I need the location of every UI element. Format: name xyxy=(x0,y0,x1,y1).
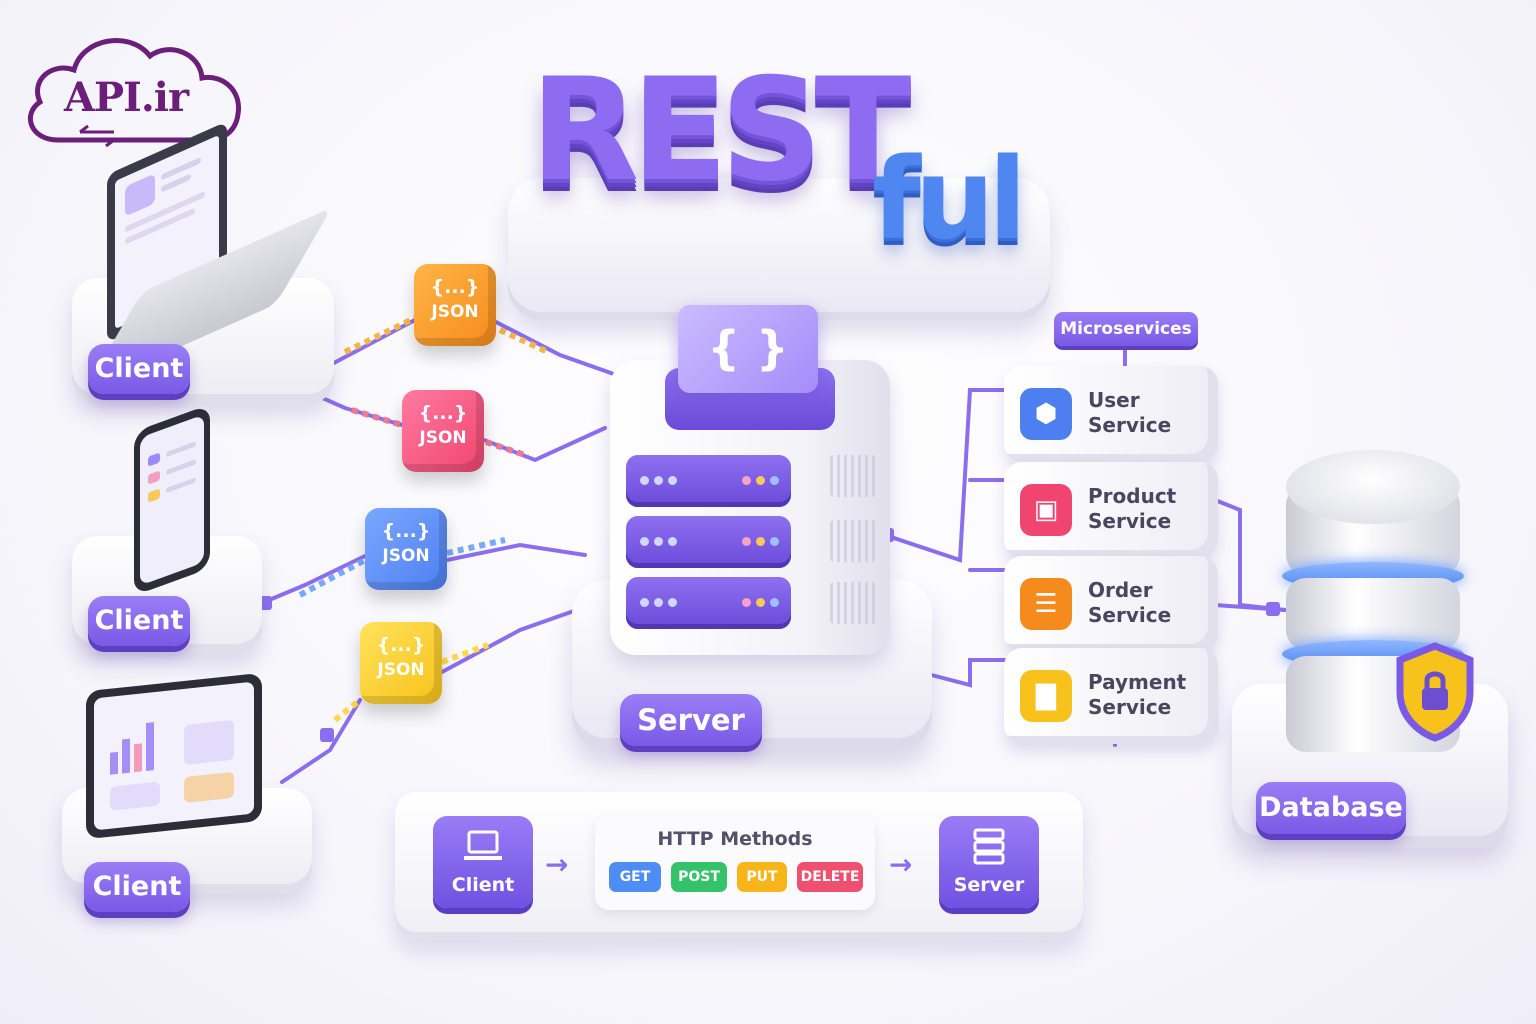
json-packet-yellow: {...}JSON xyxy=(360,622,442,704)
cube-icon: ⬢ xyxy=(1020,388,1072,440)
microservice-label: Order Service xyxy=(1088,578,1172,627)
title-pedestal xyxy=(508,178,1050,320)
database-cylinder-icon xyxy=(1286,450,1460,524)
title-ful: ful xyxy=(872,135,1027,265)
legend-client-box: Client xyxy=(433,816,533,908)
http-methods-title: HTTP Methods xyxy=(657,828,813,850)
legend-server-label: Server xyxy=(953,874,1025,896)
title-rest: REST xyxy=(530,48,911,213)
client-label-3: Client xyxy=(84,862,190,912)
client-label-1: Client xyxy=(88,344,190,394)
microservices-tag: Microservices xyxy=(1054,312,1198,346)
api-ir-logo: API.ir xyxy=(18,22,253,157)
http-methods-panel: Client → HTTP Methods GET POST PUT DELET… xyxy=(395,792,1083,940)
bar-chart-icon: ▇ xyxy=(1020,670,1072,722)
document-icon: ☰ xyxy=(1020,578,1072,630)
arrow-right-icon: → xyxy=(545,848,569,881)
method-get-badge: GET xyxy=(609,862,661,892)
server-icon xyxy=(973,828,1005,865)
lock-shield-icon xyxy=(1396,642,1474,742)
database-disk-middle xyxy=(1286,578,1460,650)
microservice-label: User Service xyxy=(1088,388,1172,437)
laptop-icon xyxy=(464,830,502,860)
database-label: Database xyxy=(1256,782,1406,834)
method-put-badge: PUT xyxy=(737,862,787,892)
json-packet-orange: {...}JSON xyxy=(414,264,496,346)
tablet-icon xyxy=(86,672,262,840)
phone-icon xyxy=(134,404,210,596)
http-methods-box: HTTP Methods GET POST PUT DELETE xyxy=(595,814,875,910)
json-braces-icon: { } xyxy=(678,305,818,393)
method-delete-badge: DELETE xyxy=(797,862,863,892)
microservice-card-payment: ▇ Payment Service xyxy=(1004,648,1218,744)
shopping-bag-icon: ▣ xyxy=(1020,484,1072,536)
logo-text: API.ir xyxy=(64,74,189,121)
method-post-badge: POST xyxy=(671,862,727,892)
microservice-label: Payment Service xyxy=(1088,670,1187,719)
microservice-card-product: ▣ Product Service xyxy=(1004,462,1218,558)
legend-client-label: Client xyxy=(451,874,515,896)
json-packet-blue: {...}JSON xyxy=(365,508,447,590)
client-label-2: Client xyxy=(88,596,190,646)
microservice-card-user: ⬢ User Service xyxy=(1004,366,1218,462)
microservice-card-order: ☰ Order Service xyxy=(1004,556,1218,652)
arrow-right-icon: → xyxy=(889,848,913,881)
legend-server-box: Server xyxy=(939,816,1039,908)
json-packet-pink: {...}JSON xyxy=(402,390,484,472)
server-label: Server xyxy=(620,694,762,746)
microservice-label: Product Service xyxy=(1088,484,1177,533)
cloud-icon xyxy=(27,38,242,148)
